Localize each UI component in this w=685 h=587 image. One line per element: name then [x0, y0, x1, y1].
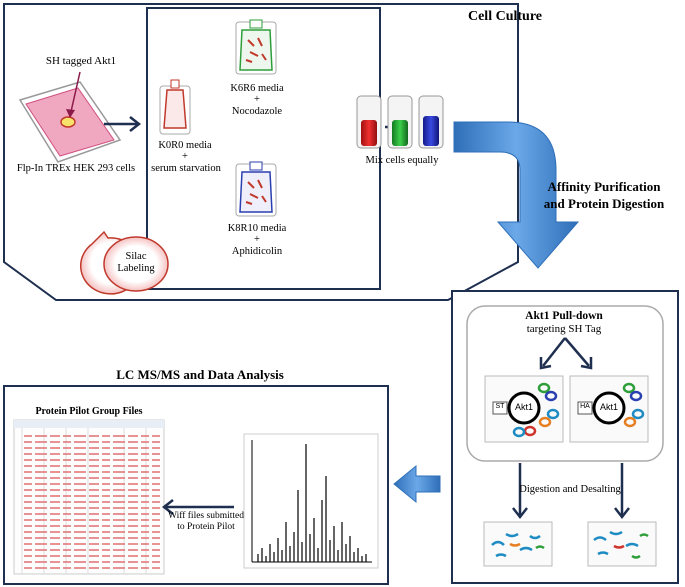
peptides-right-icon: [587, 521, 657, 567]
peptides-left-icon: [483, 521, 553, 567]
ha-complex-icon: [569, 375, 649, 443]
pulldown-subtitle: targeting SH Tag: [526, 323, 602, 335]
akt1-left-label: Akt1: [514, 402, 533, 412]
arrow-to-spreadsheet: [161, 499, 234, 515]
k8r10-dish-icon: [235, 161, 277, 217]
cell-line-label: Flp-In TREx HEK 293 cells: [16, 163, 136, 174]
flask-icon: [18, 81, 122, 163]
files-title: Protein Pilot Group Files: [35, 406, 143, 417]
affinity-line1: Affinity Purification: [547, 179, 661, 194]
wiff-line2: to Protein Pilot: [177, 522, 235, 532]
k8r10-plus: +: [254, 234, 260, 245]
left-blue-arrow: [393, 464, 441, 504]
sh-tag-pointer: [69, 71, 81, 117]
lcms-title: LC MS/MS and Data Analysis: [116, 367, 284, 382]
affinity-line2: and Protein Digestion: [543, 196, 665, 211]
ms-spectrum-icon: [243, 433, 379, 569]
k6r6-treatment: Nocodazole: [231, 106, 283, 117]
digestion-label: Digestion and Desalting: [519, 484, 621, 495]
cell-culture-title: Cell Culture: [467, 9, 542, 24]
silac-label-line2: Labeling: [117, 263, 155, 274]
k0r0-media-label: K0R0 media: [158, 140, 212, 151]
pulldown-title: Akt1 Pull-down: [525, 310, 603, 322]
k8r10-treatment: Aphidicolin: [231, 246, 283, 257]
red-tube-icon: [356, 95, 382, 149]
k8r10-media-label: K8R10 media: [227, 223, 287, 234]
arrow-to-media: [104, 116, 142, 132]
silac-label-line1: Silac: [125, 251, 147, 262]
k6r6-plus: +: [254, 94, 260, 105]
k6r6-dish-icon: [235, 19, 277, 75]
digestion-arrows: [512, 463, 630, 520]
k0r0-treatment: serum starvation: [151, 163, 221, 174]
akt1-right-label: Akt1: [599, 402, 618, 412]
spreadsheet-icon: [13, 419, 165, 575]
branch-arrows: [539, 337, 593, 370]
green-tube-icon: [387, 95, 413, 149]
sh-tag-label: SH tagged Akt1: [45, 55, 117, 67]
st-tag-label: ST: [495, 403, 505, 410]
k6r6-media-label: K6R6 media: [230, 83, 284, 94]
wiff-line1: Wiff files submitted: [168, 511, 244, 521]
k0r0-plus: +: [182, 151, 188, 162]
k0r0-dish-icon: [159, 79, 191, 135]
mix-label: Mix cells equally: [365, 155, 439, 166]
ha-tag-label: HA: [580, 403, 590, 410]
st-complex-icon: [484, 375, 564, 443]
silac-bubble: [79, 230, 169, 295]
blue-tube-icon: [418, 95, 444, 149]
big-curved-arrow: [453, 121, 580, 269]
